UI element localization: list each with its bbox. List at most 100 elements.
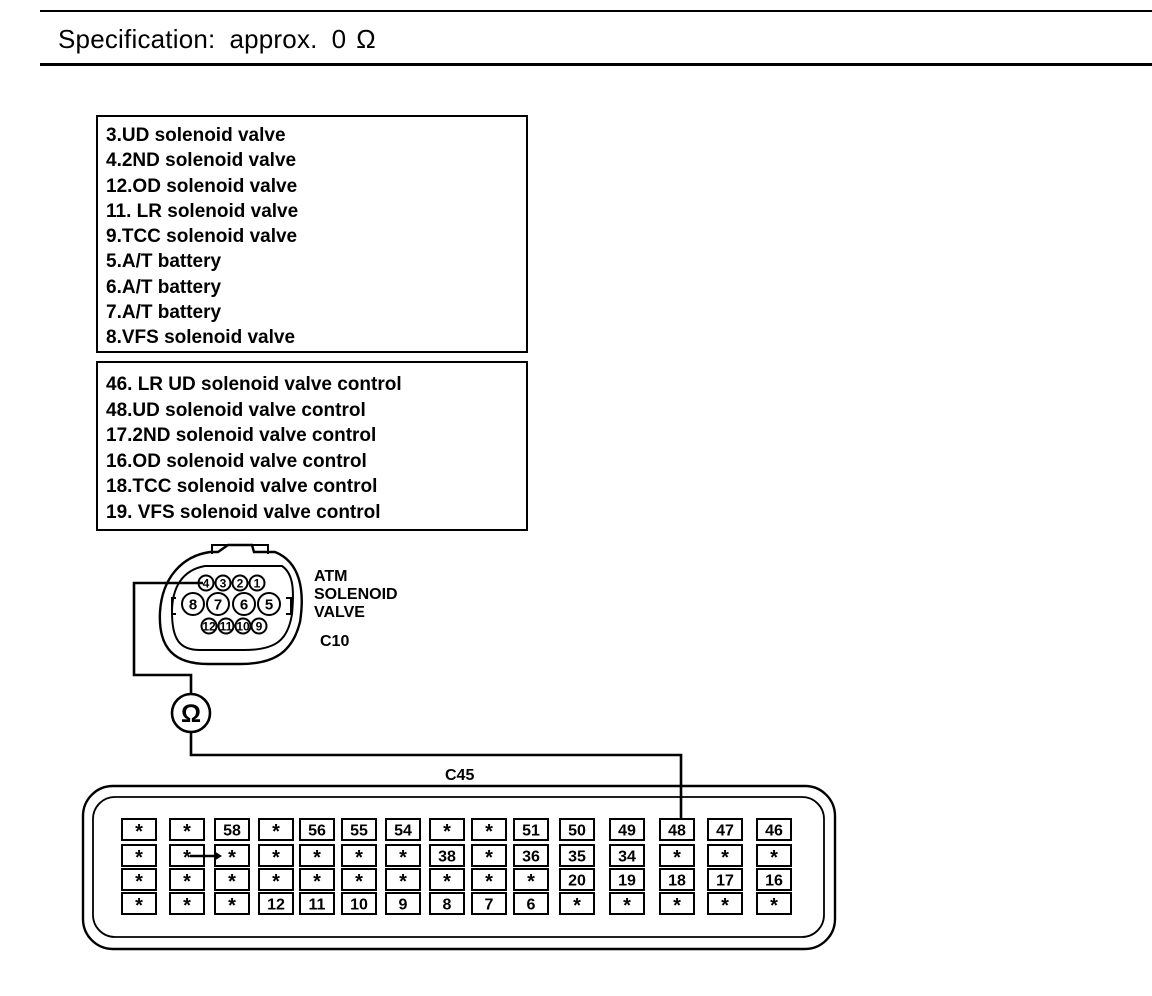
- c45-pin-label: *: [228, 895, 236, 917]
- c45-pin: *: [707, 844, 743, 869]
- c45-pin-label: 9: [399, 897, 408, 914]
- c45-pin: 36: [513, 844, 549, 867]
- c10-pin-label: 11: [220, 619, 233, 633]
- c10-pin-label: 4: [203, 576, 210, 590]
- c45-pin-label: *: [355, 847, 363, 869]
- c45-pin: 46: [756, 818, 792, 841]
- c45-pin-label: *: [135, 895, 143, 917]
- c10-pin: 8: [181, 592, 205, 616]
- c45-pin: *: [609, 892, 645, 917]
- c45-pin: 6: [513, 892, 549, 915]
- c45-pin-label: *: [443, 821, 451, 843]
- c45-pin-label: *: [770, 847, 778, 869]
- ohmmeter-icon: Ω: [170, 692, 212, 734]
- connector-key-left: [171, 597, 176, 615]
- c45-pin-label: *: [272, 821, 280, 843]
- c45-pin-label: 58: [223, 823, 241, 840]
- c45-pin-label: 56: [308, 823, 326, 840]
- c10-pin: 9: [250, 617, 268, 635]
- c45-pin-label: 18: [668, 873, 686, 890]
- legend-row: 17.2ND solenoid valve control: [106, 425, 377, 446]
- legend-row: 7.A/T battery: [106, 302, 222, 324]
- c45-pin: *: [341, 868, 377, 893]
- test-lead-c10: [132, 581, 203, 694]
- c45-pin-label: 16: [765, 873, 783, 890]
- c10-pin-label: 12: [202, 619, 216, 633]
- c10-pin: 1: [248, 574, 266, 592]
- legend-row: 6.A/T battery: [106, 276, 222, 298]
- c45-pin: 8: [429, 892, 465, 915]
- c45-pin-label: *: [399, 871, 407, 893]
- c10-code-label: C10: [320, 633, 349, 650]
- c10-pin: 2: [231, 574, 249, 592]
- c10-pin-label: 8: [189, 596, 197, 613]
- legend-row: 16.OD solenoid valve control: [106, 450, 367, 472]
- c45-pin: 7: [471, 892, 507, 915]
- c45-pin: 18: [659, 868, 695, 891]
- legend-row: 48.UD solenoid valve control: [106, 399, 366, 421]
- legend-row: 46. LR UD solenoid valve control: [106, 374, 402, 395]
- c45-pin: 38: [429, 844, 465, 867]
- legend-row: 18.TCC solenoid valve control: [106, 476, 378, 497]
- c45-pin-label: 50: [568, 823, 586, 840]
- c45-pin: 17: [707, 868, 743, 891]
- tcm-pin-legend: 46. LR UD solenoid valve control 48.UD s…: [96, 361, 528, 531]
- c45-pin-label: 20: [568, 873, 586, 890]
- c45-pin-label: 10: [350, 897, 368, 914]
- c45-pin-label: *: [135, 847, 143, 869]
- c45-pin: 55: [341, 818, 377, 841]
- c45-pin: *: [214, 892, 250, 917]
- atm-label-line-3: VALVE: [314, 604, 365, 621]
- test-lead-c45: [189, 732, 683, 836]
- c45-pin: *: [471, 868, 507, 893]
- c45-pin: 48: [659, 818, 695, 841]
- c45-pin-label: *: [272, 871, 280, 893]
- c45-housing-outer: [81, 784, 837, 951]
- c45-pin-label: *: [272, 847, 280, 869]
- c45-pin-label: 38: [438, 849, 456, 866]
- c45-pin-label: *: [313, 847, 321, 869]
- c45-pin-label: *: [673, 847, 681, 869]
- connector-housing-inner: [170, 565, 294, 651]
- c45-pin: 10: [341, 892, 377, 915]
- c45-pin-label: 35: [568, 849, 586, 866]
- solenoid-pin-legend: 3.UD solenoid valve 4.2ND solenoid valve…: [96, 115, 528, 353]
- legend-row: 8.VFS solenoid valve: [106, 327, 296, 349]
- c45-pin: 54: [385, 818, 421, 841]
- c45-pin: *: [169, 868, 205, 893]
- c45-pin: *: [299, 868, 335, 893]
- pin-pointer-arrowhead: [214, 851, 222, 861]
- c45-pin-label: 46: [765, 823, 783, 840]
- c10-pin-label: 5: [265, 596, 273, 613]
- c10-pin-label: 7: [214, 596, 222, 613]
- c45-pin: 34: [609, 844, 645, 867]
- spec-value: 0: [331, 24, 347, 54]
- top-rule: [40, 10, 1152, 12]
- c45-pin: *: [258, 844, 294, 869]
- atm-label-line-2: SOLENOID: [314, 586, 398, 603]
- c45-pin: 35: [559, 844, 595, 867]
- c45-pin-label: 51: [522, 823, 540, 840]
- c45-pin: 16: [756, 868, 792, 891]
- legend-row: 9.TCC solenoid valve: [106, 226, 298, 248]
- c45-pin: *: [429, 868, 465, 893]
- c45-pin-label: *: [770, 895, 778, 917]
- c10-pin-label: 3: [220, 576, 227, 590]
- c45-pin: *: [169, 892, 205, 917]
- spec-label: Specification:: [58, 24, 216, 54]
- connector-housing-outer: [158, 543, 303, 666]
- legend-row: 4.2ND solenoid valve: [106, 150, 297, 172]
- c45-pin: *: [659, 892, 695, 917]
- c45-pin-label: *: [443, 871, 451, 893]
- c45-pin: *: [258, 868, 294, 893]
- c45-pin-label: *: [135, 821, 143, 843]
- c45-pin: *: [471, 844, 507, 869]
- ohm-symbol: Ω: [181, 700, 201, 728]
- c45-pin-label: 11: [309, 897, 326, 914]
- c45-pin: 19: [609, 868, 645, 891]
- c45-pin-label: *: [135, 871, 143, 893]
